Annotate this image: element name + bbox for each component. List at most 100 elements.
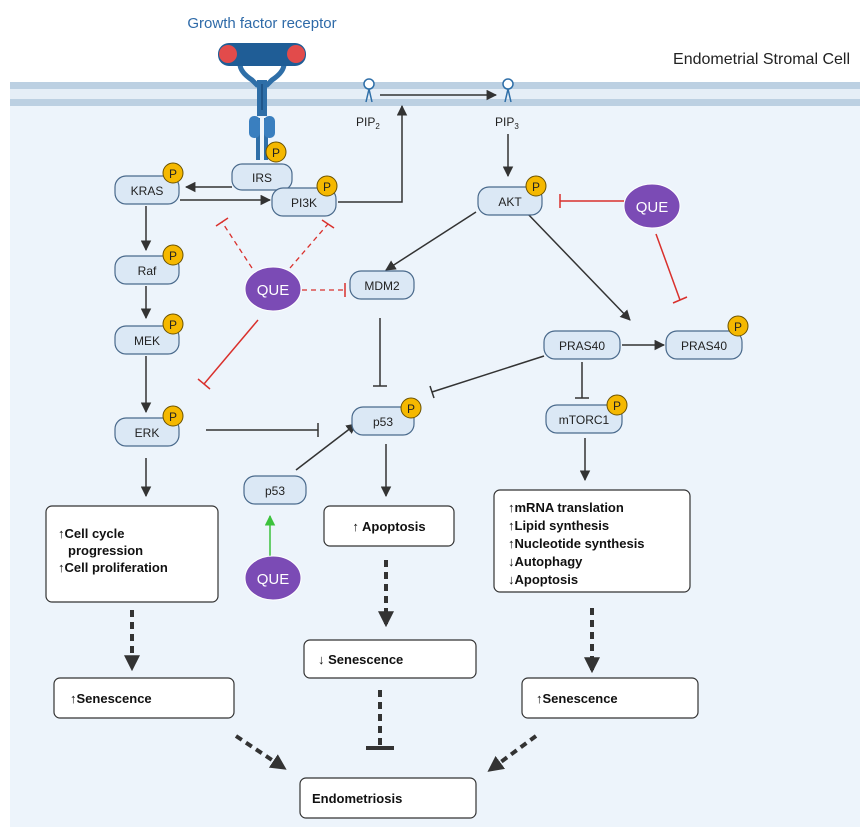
svg-text:P: P [734,320,742,334]
protein-akt-label: AKT [498,195,522,209]
ligand-left [219,45,237,63]
protein-irs-label: IRS [252,171,272,185]
edge-p53-p53 [295,423,357,471]
svg-text:P: P [169,249,177,263]
cell-membrane [10,82,860,106]
que-center-label: QUE [257,282,290,299]
protein-mek-label: MEK [134,334,160,348]
protein-mtorc1[interactable]: mTORC1 [545,404,623,434]
mtorc1-outcome-line-4: ↓Autophagy [508,554,583,569]
protein-p53-induced-label: p53 [265,484,285,498]
erk-outcome-line-1: ↑Cell cycle [58,526,125,541]
pip3-lipid: PIP3 [495,78,519,131]
senescence-mid-box: ↓ Senescence [303,639,477,679]
receptor-title: Growth factor receptor [187,15,336,32]
svg-text:P: P [169,318,177,332]
endometriosis-label: Endometriosis [312,791,402,806]
protein-mdm2-label: MDM2 [364,279,400,293]
edge-pi3k-pip [338,104,408,203]
senescence-left-box: ↑Senescence [53,677,235,719]
mtorc1-outcome-line-2: ↑Lipid synthesis [508,518,609,533]
protein-erk[interactable]: ERK [114,417,180,447]
protein-p53-label: p53 [373,415,393,429]
protein-p53[interactable]: p53 [351,406,415,436]
mtorc1-outcome-line-5: ↓Apoptosis [508,572,578,587]
que-center[interactable]: QUE [244,266,302,312]
pip2-lipid: PIP2 [356,78,380,131]
phospho-erk: P [162,405,184,427]
svg-text:↑Cell cycle progression: ↑Cell cycle progression ↑Cell proliferat… [58,526,168,575]
edge-que-pi3k-inhibit [289,223,329,269]
phospho-p53: P [400,397,422,419]
protein-mek[interactable]: MEK [114,325,180,355]
endometriosis-box: Endometriosis [299,777,477,819]
cell-type-label: Endometrial Stromal Cell [673,51,850,68]
protein-pi3k[interactable]: PI3K [271,187,337,217]
protein-erk-label: ERK [135,426,160,440]
phospho-irs: P [265,141,287,163]
edge-senescence-right-endometriosis [487,734,538,772]
edge-que-erk-inhibit [203,319,259,385]
edge-que-irs-inhibit [221,221,253,269]
protein-pras40-phospho[interactable]: PRAS40 [665,330,743,360]
phospho-raf: P [162,244,184,266]
que-right[interactable]: QUE [623,183,681,229]
svg-text:P: P [323,180,331,194]
phospho-kras: P [162,162,184,184]
svg-text:PIP2: PIP2 [356,115,380,131]
que-right-label: QUE [636,199,669,216]
edge-senescence-left-endometriosis [234,734,287,770]
protein-mdm2[interactable]: MDM2 [349,270,415,300]
edge-que-pras40-inhibit [655,233,681,301]
apoptosis-label: ↑ Apoptosis [352,519,425,534]
protein-pras40[interactable]: PRAS40 [543,330,621,360]
edges [124,89,688,772]
protein-pras40-phospho-label: PRAS40 [681,339,727,353]
outcome-mtorc1-box: ↑mRNA translation ↑Lipid synthesis ↑Nucl… [493,489,691,593]
outcome-apoptosis-box: ↑ Apoptosis [323,505,455,547]
svg-text:PIP3: PIP3 [495,115,519,131]
svg-text:P: P [613,399,621,413]
protein-pi3k-label: PI3K [291,196,317,210]
phospho-pi3k: P [316,175,338,197]
protein-mtorc1-label: mTORC1 [559,413,610,427]
svg-text:P: P [532,180,540,194]
svg-text:P: P [407,402,415,416]
phospho-mek: P [162,313,184,335]
svg-text:P: P [272,146,280,160]
phospho-akt: P [525,175,547,197]
phospho-pras40: P [727,315,749,337]
pip3-label: PIP [495,115,514,129]
protein-irs[interactable]: IRS [231,163,293,191]
que-bottom[interactable]: QUE [244,555,302,601]
protein-p53-induced[interactable]: p53 [243,475,307,505]
protein-akt[interactable]: AKT [477,186,543,216]
pip3-subscript: 3 [514,122,519,131]
mtorc1-outcome-line-1: ↑mRNA translation [508,500,624,515]
protein-kras[interactable]: KRAS [114,175,180,205]
senescence-left-label: ↑Senescence [70,691,152,706]
protein-pras40-label: PRAS40 [559,339,605,353]
phospho-badges: P P P P P P P P P P [162,141,749,427]
senescence-right-box: ↑Senescence [521,677,699,719]
svg-text:P: P [169,167,177,181]
outcome-erk-box: ↑Cell cycle progression ↑Cell proliferat… [45,505,219,603]
que-bottom-label: QUE [257,571,290,588]
pip2-label: PIP [356,115,375,129]
mtorc1-outcome-line-3: ↑Nucleotide synthesis [508,536,645,551]
erk-outcome-line-2: progression [68,543,143,558]
edge-akt-pras40 [525,211,631,321]
protein-raf[interactable]: Raf [114,255,180,285]
senescence-right-label: ↑Senescence [536,691,618,706]
svg-text:↑mRNA translation ↑Lipid: ↑mRNA translation ↑Lipid synthesis ↑Nucl… [508,500,648,587]
erk-outcome-line-3: ↑Cell proliferation [58,560,168,575]
protein-raf-label: Raf [138,264,157,278]
edge-akt-mdm2 [385,211,477,271]
phospho-mtorc1: P [606,394,628,416]
pip2-subscript: 2 [375,122,380,131]
edge-pras40-p53 [431,355,545,393]
protein-kras-label: KRAS [131,184,164,198]
svg-text:P: P [169,410,177,424]
